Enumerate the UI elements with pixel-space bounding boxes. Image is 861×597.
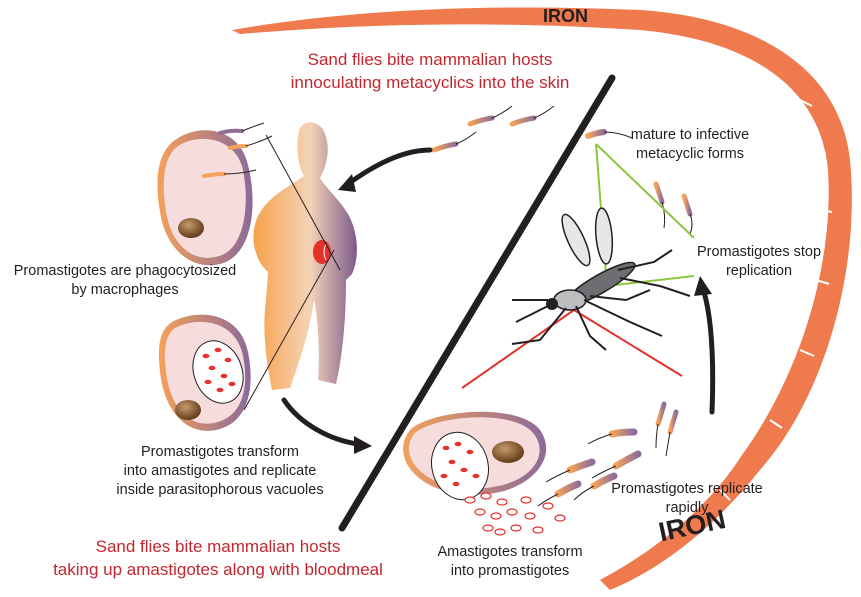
label-metacyclic-line1: mature to infective: [620, 126, 760, 145]
macrophage-with-amastigotes: [159, 315, 252, 431]
label-amastigotes-line2: into promastigotes: [420, 562, 600, 581]
arrow-to-macrophage: [348, 150, 430, 184]
arrowhead-to-vector: [354, 436, 372, 454]
title-bloodmeal-line1: Sand flies bite mammalian hosts: [28, 535, 408, 558]
red-indicator-lines: [462, 310, 682, 388]
label-transform-line3: inside parasitophorous vacuoles: [100, 481, 340, 500]
title-inoculation-line2: innoculating metacyclics into the skin: [270, 71, 590, 94]
human-body-silhouette: [253, 122, 356, 390]
label-transform-line1: Promastigotes transform: [100, 443, 340, 462]
title-bloodmeal-line2: taking up amastigotes along with bloodme…: [28, 558, 408, 581]
label-amastigotes-line1: Amastigotes transform: [420, 543, 600, 562]
label-stop-replication: Promastigotes stop replication: [686, 243, 832, 281]
released-amastigotes: [465, 493, 565, 535]
arrow-replication-to-stop: [704, 292, 713, 412]
iron-label-top: IRON: [543, 6, 588, 27]
arrow-to-vector: [284, 400, 358, 444]
label-phagocytosis-line2: by macrophages: [4, 281, 246, 300]
arrowhead-to-macrophage: [338, 174, 356, 192]
label-amastigotes: Amastigotes transform into promastigotes: [420, 543, 600, 581]
label-stop-replication-line1: Promastigotes stop: [686, 243, 832, 262]
title-bloodmeal: Sand flies bite mammalian hosts taking u…: [28, 535, 408, 581]
macrophage-in-vector: [403, 412, 546, 506]
label-transform: Promastigotes transform into amastigotes…: [100, 443, 340, 500]
label-stop-replication-line2: replication: [686, 262, 832, 281]
label-transform-line2: into amastigotes and replicate: [100, 462, 340, 481]
label-phagocytosis-line1: Promastigotes are phagocytosized: [4, 262, 246, 281]
label-metacyclic: mature to infective metacyclic forms: [620, 126, 760, 164]
title-inoculation-line1: Sand flies bite mammalian hosts: [270, 48, 590, 71]
label-replicate: Promastigotes replicate rapidly: [607, 480, 767, 518]
label-phagocytosis: Promastigotes are phagocytosized by macr…: [4, 262, 246, 300]
label-replicate-line1: Promastigotes replicate: [607, 480, 767, 499]
title-inoculation: Sand flies bite mammalian hosts innocula…: [270, 48, 590, 94]
promastigotes-injected: [434, 106, 554, 150]
label-replicate-line2: rapidly: [607, 499, 767, 518]
label-metacyclic-line2: metacyclic forms: [620, 145, 760, 164]
